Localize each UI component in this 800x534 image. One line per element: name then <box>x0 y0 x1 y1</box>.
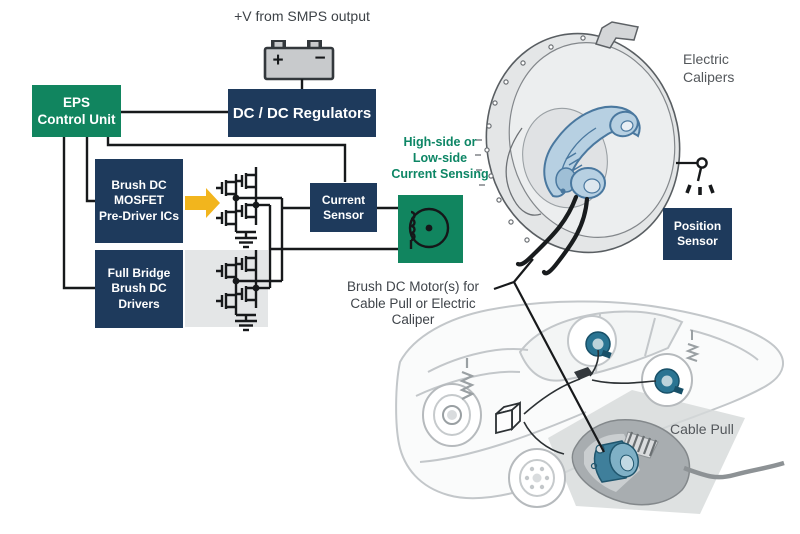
cable-pull-label: Cable Pull <box>670 421 734 437</box>
motor-caption: Brush DC Motor(s) for Cable Pull or Elec… <box>329 279 497 329</box>
pre-driver-line3: Pre-Driver ICs <box>98 208 180 223</box>
disc-rivets <box>484 35 586 243</box>
disc-vent-slots <box>475 139 485 186</box>
mosfet-bridge-icon-bottom <box>216 250 260 332</box>
rear-wheel-near <box>641 353 693 407</box>
front-wheel-far <box>422 358 482 447</box>
yellow-arrow-icon <box>185 188 220 218</box>
electric-calipers-label: Electric Calipers <box>683 50 763 86</box>
calipers-line2: Calipers <box>683 69 735 85</box>
battery-icon: + − <box>263 40 335 81</box>
ground-icon <box>235 319 257 332</box>
full-bridge-line2: Brush DC <box>111 281 167 296</box>
current-sensor-box: Current Sensor <box>310 183 377 232</box>
pre-driver-line1: Brush DC <box>111 177 167 192</box>
cable-pull-actuator-illustration <box>571 419 785 506</box>
mosfet-bridge-icon-top <box>216 167 260 249</box>
full-bridge-box: Full Bridge Brush DC Drivers <box>95 250 183 328</box>
current-sensing-label: High-side or Low-side Current Sensing <box>375 134 505 182</box>
eps-label-line2: Control Unit <box>37 112 116 127</box>
pre-driver-line2: MOSFET <box>114 193 164 208</box>
epb-module-cube <box>495 401 521 435</box>
motor-caption-line2: Cable Pull or Electric Caliper <box>350 295 476 328</box>
caliper-mount-tab <box>595 21 639 49</box>
pre-driver-box: Brush DC MOSFET Pre-Driver ICs <box>95 159 183 243</box>
sensing-line1: High-side or <box>403 135 477 149</box>
motor-caption-line1: Brush DC Motor(s) for <box>346 279 480 294</box>
current-sensor-line1: Current <box>321 192 366 207</box>
sensing-line2: Low-side <box>412 151 468 165</box>
position-sensor-line2: Sensor <box>677 234 718 248</box>
current-sensor-line2: Sensor <box>323 207 364 222</box>
pull-cable <box>683 460 785 480</box>
position-sensor-box: Position Sensor <box>663 208 732 260</box>
dcdc-label: DC / DC Regulators <box>232 104 372 122</box>
battery-minus-terminal: − <box>314 48 325 69</box>
smps-output-label: +V from SMPS output <box>234 8 370 24</box>
brake-disc-illustration <box>475 21 681 276</box>
electric-caliper <box>543 105 641 199</box>
car-cables <box>523 349 657 455</box>
dc-dc-regulators-box: DC / DC Regulators <box>228 89 376 137</box>
position-sensor-line1: Position <box>673 219 722 233</box>
caliper-motor-cables <box>515 194 590 276</box>
motor-icon <box>408 207 450 249</box>
eps-label-line1: EPS <box>62 95 90 110</box>
full-bridge-line3: Drivers <box>118 296 160 311</box>
current-sensing-block <box>398 195 463 263</box>
full-bridge-line1: Full Bridge <box>107 265 171 280</box>
callout-lines <box>493 161 697 453</box>
junction-box <box>574 367 593 380</box>
rear-wheel-far <box>567 315 617 367</box>
ground-icon <box>235 236 257 249</box>
sensing-line3: Current Sensing <box>391 167 489 181</box>
calipers-line1: Electric <box>683 51 729 67</box>
battery-plus-terminal: + <box>272 50 283 71</box>
front-wheel-near <box>508 448 566 508</box>
position-sensor-icon <box>685 157 715 195</box>
eps-control-unit-box: EPS Control Unit <box>32 85 121 137</box>
